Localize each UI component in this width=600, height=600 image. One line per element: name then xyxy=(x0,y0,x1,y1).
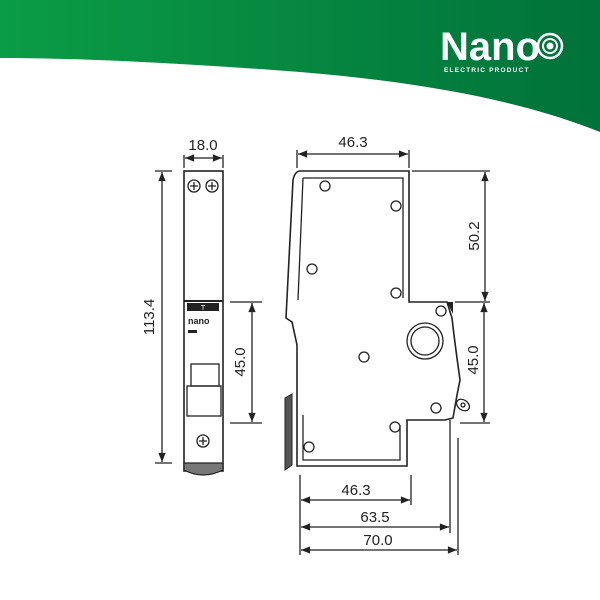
breaker-side-profile xyxy=(285,170,461,467)
terminal-screw-icon xyxy=(205,179,219,193)
breaker-base xyxy=(183,462,224,476)
dim-side-top-width: 46.3 xyxy=(338,134,367,151)
din-rail-latch xyxy=(284,393,293,471)
bottom-screw-icon xyxy=(196,434,210,448)
side-aperture xyxy=(410,326,440,356)
dim-side-upper-height: 50.2 xyxy=(466,221,483,250)
device-logo: nano xyxy=(188,316,210,326)
dim-side-mid-width: 63.5 xyxy=(360,509,389,526)
label-tag-text: T xyxy=(201,305,206,312)
dim-side-lower-height: 45.0 xyxy=(465,345,482,374)
brand-tagline: ELECTRIC PRODUCT xyxy=(444,67,530,74)
terminal-screw-icon xyxy=(187,179,201,193)
power-ring-icon xyxy=(536,32,564,60)
nano-logo: Nano ELECTRIC PRODUCT xyxy=(440,25,564,74)
dim-side-bottom-width: 46.3 xyxy=(341,482,370,499)
green-banner xyxy=(0,0,600,132)
front-view: T nano 18.0 113.4 45.0 xyxy=(141,137,262,476)
label-tag xyxy=(187,303,219,311)
clip-icon xyxy=(455,398,471,412)
dim-side-overall-width: 70.0 xyxy=(363,532,392,549)
dim-front-height: 113.4 xyxy=(141,299,158,335)
brand-name: Nano xyxy=(440,25,540,69)
dim-toggle-height: 45.0 xyxy=(232,347,249,376)
dim-front-width: 18.0 xyxy=(188,137,217,154)
side-view: 46.3 50.2 45.0 46.3 63.5 70.0 xyxy=(284,134,490,555)
